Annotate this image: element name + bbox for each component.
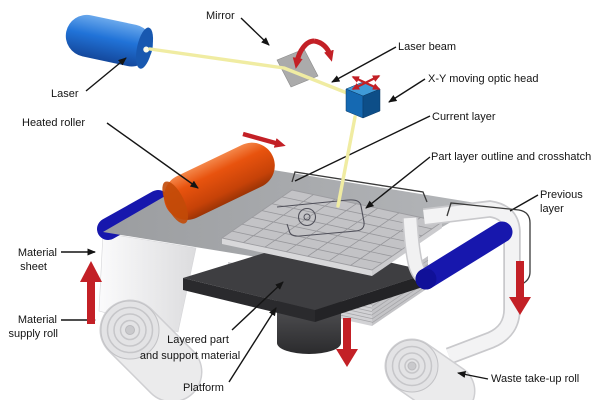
label-supply-roll-1: Material — [18, 314, 57, 326]
labels: Mirror Laser beam X-Y moving optic head … — [8, 10, 591, 394]
label-previous-layer-1: Previous — [540, 189, 583, 201]
label-supply-roll-2: supply roll — [8, 328, 58, 340]
label-optic-head: X-Y moving optic head — [428, 73, 538, 85]
mirror-leader-line — [240, 17, 270, 46]
label-laser-beam: Laser beam — [398, 41, 456, 53]
current-layer-bracket — [291, 171, 428, 203]
right-feed-roller — [415, 221, 513, 290]
label-part-layer: Part layer outline and crosshatch — [431, 151, 591, 163]
label-mirror: Mirror — [206, 10, 235, 22]
laser-beam-path-lower — [336, 115, 357, 208]
part-layer-leader-line — [365, 156, 431, 209]
label-layered-part-2: and support material — [140, 350, 240, 362]
current-layer-leader-line — [294, 115, 431, 182]
label-waste-roll: Waste take-up roll — [491, 373, 579, 385]
waste-down-arrow-icon — [509, 261, 531, 315]
roller-direction-arrow-icon — [242, 131, 286, 148]
label-previous-layer-2: layer — [540, 203, 564, 215]
waste-roll-leader-line — [457, 371, 489, 380]
platform-leader-line — [228, 307, 277, 383]
laser-beam-leader-line — [331, 46, 397, 83]
laser-beam-path — [148, 47, 349, 95]
heated-roller-leader-line — [106, 122, 199, 189]
laser-leader-line — [85, 57, 127, 92]
previous-layer-bracket — [446, 202, 531, 285]
laser-unit — [65, 14, 154, 69]
material-supply-roll — [99, 299, 203, 400]
label-platform: Platform — [183, 382, 224, 394]
label-laser: Laser — [51, 88, 79, 100]
part-outline — [276, 199, 365, 237]
label-heated-roller: Heated roller — [22, 117, 85, 129]
heated-roller — [162, 142, 275, 224]
platform-down-arrow-icon — [336, 318, 358, 367]
mirror-rotation-arrow-icon — [292, 38, 334, 69]
label-leader-lines — [61, 17, 539, 383]
label-material-sheet-2: sheet — [20, 261, 47, 273]
optic-head-leader-line — [388, 78, 426, 103]
sheet-up-arrow-icon — [80, 261, 102, 324]
label-material-sheet-1: Material — [18, 247, 57, 259]
layered-part-leader-line — [231, 281, 284, 331]
machine-body — [97, 142, 513, 400]
previous-layer-leader-line — [509, 194, 539, 212]
waste-take-up-roll — [384, 338, 476, 400]
xy-motion-arrows-icon — [351, 74, 381, 91]
label-layered-part-1: Layered part — [167, 334, 229, 346]
label-current-layer: Current layer — [432, 111, 496, 123]
